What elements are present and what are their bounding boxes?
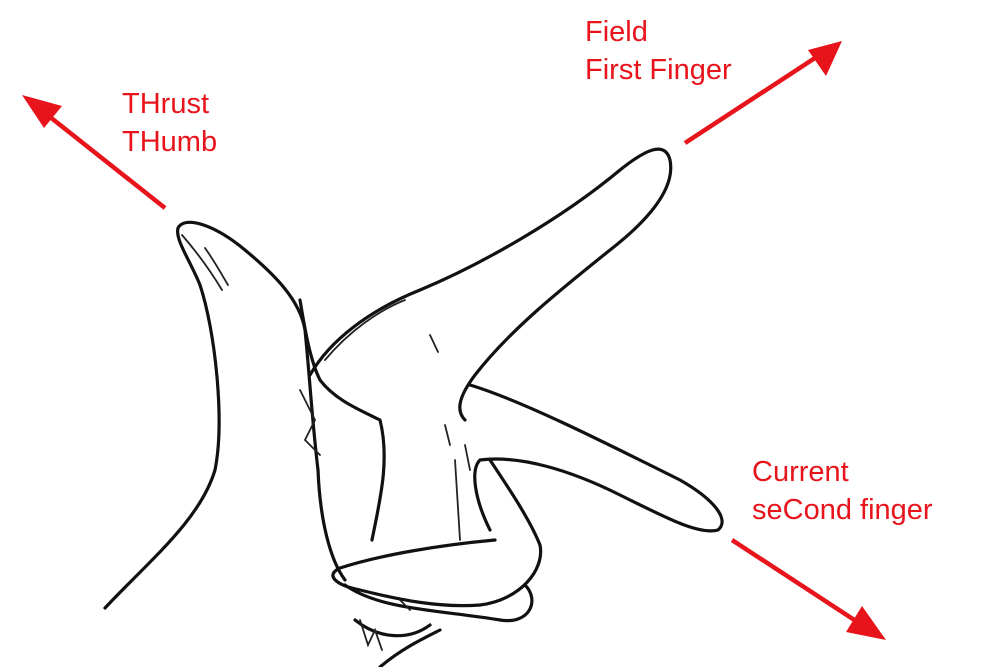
thrust-label: THrust THumb [122,85,217,161]
curled-fingers-outline [331,458,543,667]
index-finger-outline [308,147,673,422]
current-label: Current seCond finger [752,453,933,529]
field-label-line2: First Finger [585,54,732,86]
current-label-line1: Current [752,456,849,488]
current-label-line2: seCond finger [752,494,933,526]
thrust-label-line1: THrust [122,88,209,120]
thrust-arrow [22,95,167,210]
field-label: Field First Finger [585,13,732,89]
sketch-shading [299,299,471,651]
thumbnail [181,234,229,291]
second-finger-outline [468,383,724,533]
palm-outline [298,298,386,582]
current-arrow [730,538,886,640]
field-arrow [683,41,842,145]
thrust-label-line2: THumb [122,126,218,158]
field-label-line1: Field [585,16,648,48]
